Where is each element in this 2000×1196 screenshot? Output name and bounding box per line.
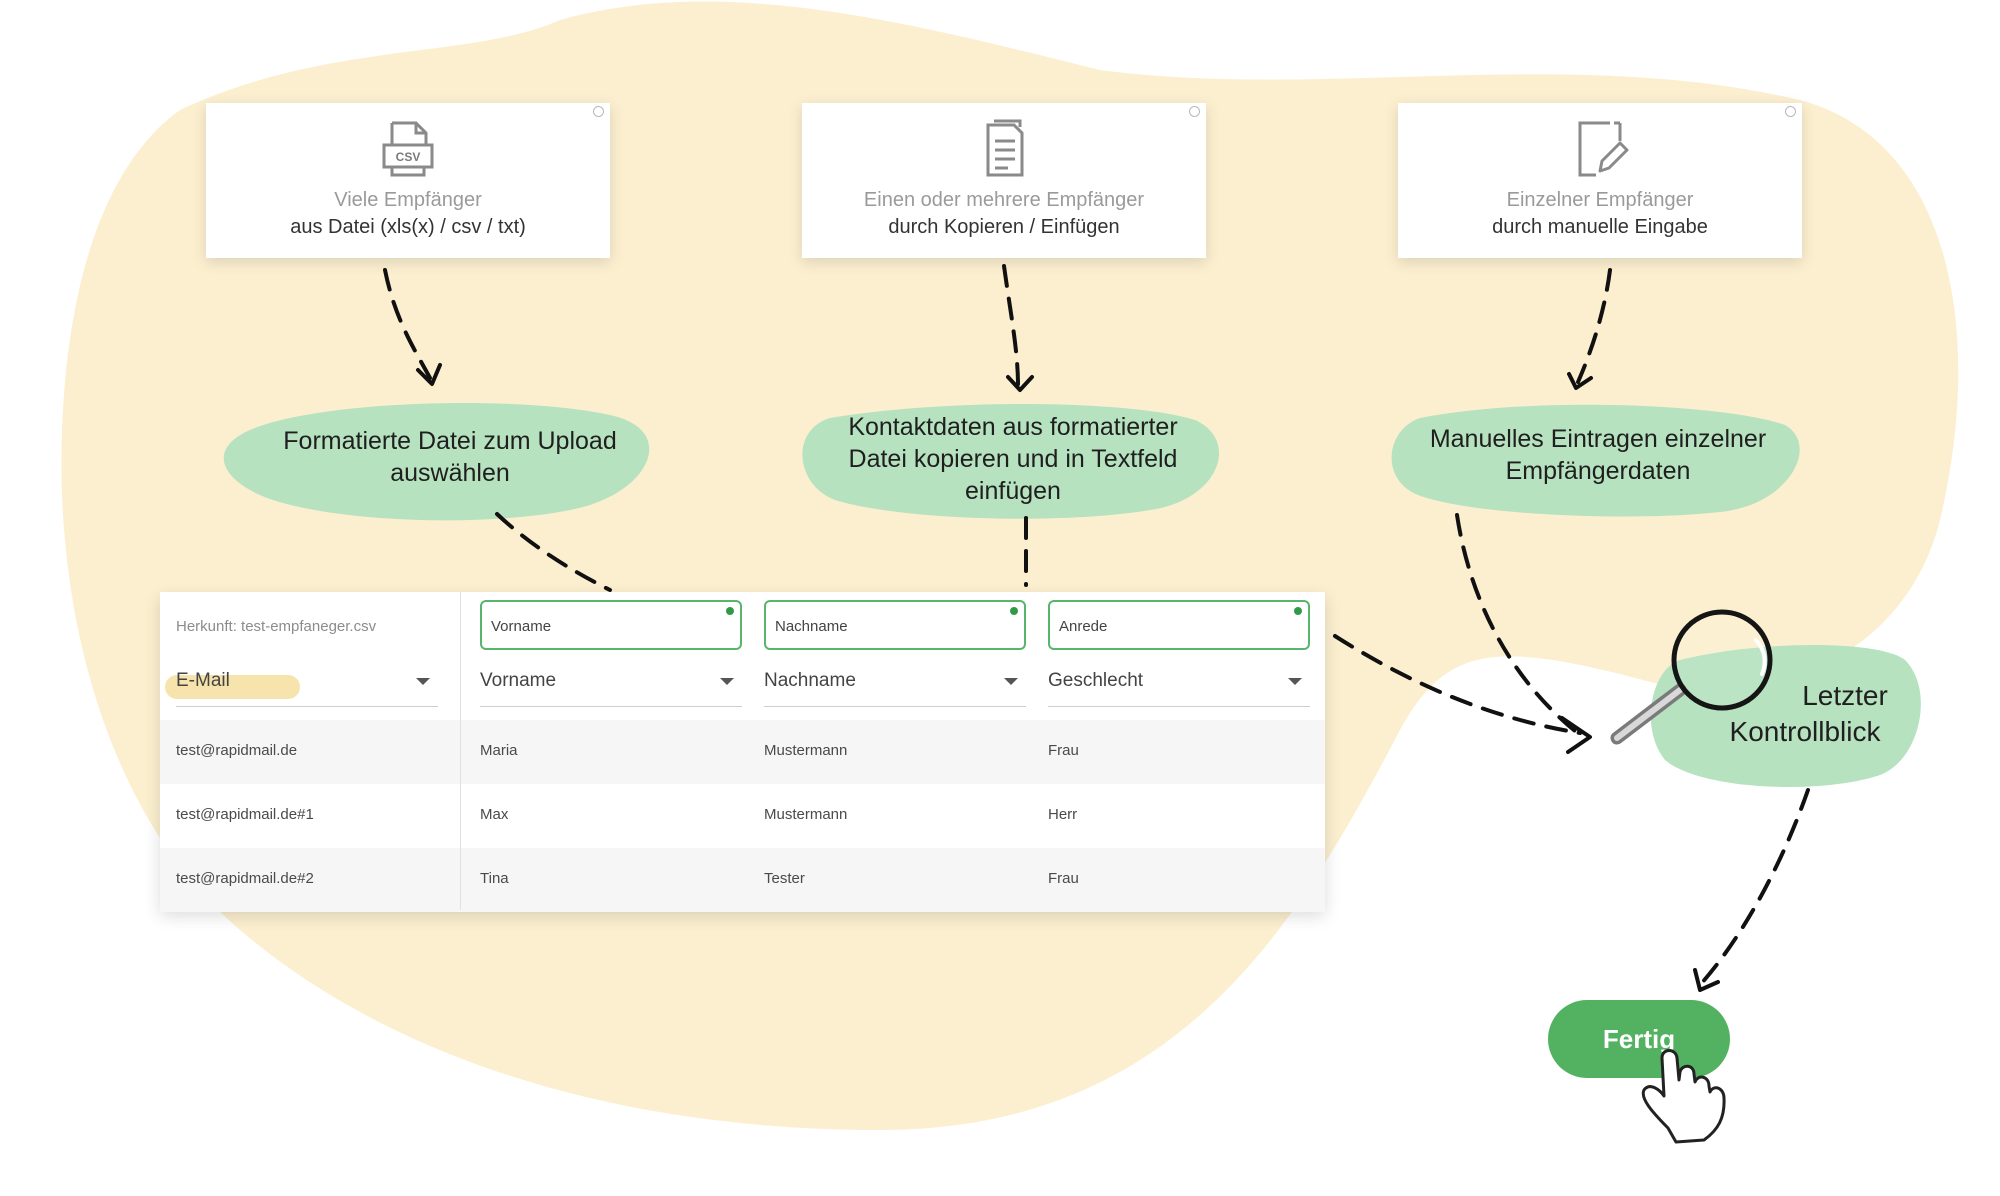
- field-label: Anrede: [1059, 618, 1108, 635]
- cell-email: test@rapidmail.de#2: [176, 870, 314, 887]
- mapping-table: Herkunft: test-empfaneger.csv Vorname Na…: [160, 592, 1325, 912]
- status-dot: [1010, 607, 1018, 615]
- field-label: Nachname: [775, 618, 848, 635]
- green-blob-copy: [802, 403, 1220, 519]
- green-blob-last-check: [1650, 645, 1921, 787]
- card-title: Einen oder mehrere Empfänger: [863, 189, 1145, 211]
- cell-vorname: Maria: [480, 742, 518, 759]
- svg-text:CSV: CSV: [396, 150, 421, 164]
- arrow-card1-to-upload: [383, 268, 432, 380]
- cell-nachname: Mustermann: [764, 806, 848, 823]
- cell-anrede: Frau: [1048, 742, 1079, 759]
- select-value: Geschlecht: [1048, 670, 1144, 691]
- select-value: Vorname: [480, 670, 557, 691]
- arrow-card3-to-manual: [1576, 268, 1612, 384]
- green-blob-manual: [1391, 404, 1800, 517]
- card-title: Viele Empfänger: [334, 189, 482, 211]
- magnifier-icon: [1610, 609, 1773, 745]
- last-check-label: Letzter Kontrollblick: [1680, 678, 1930, 750]
- cell-email: test@rapidmail.de: [176, 742, 298, 759]
- origin-label: Herkunft: test-empfaneger.csv: [176, 618, 377, 635]
- step-manual-label: Manuelles Eintragen einzelner Empfängerd…: [1429, 425, 1767, 485]
- field-anrede[interactable]: Anrede: [1048, 600, 1310, 650]
- caret-down-icon: [1004, 678, 1018, 685]
- field-label: Vorname: [491, 618, 552, 635]
- select-geschlecht[interactable]: Geschlecht: [1048, 662, 1310, 707]
- document-icon: [986, 119, 1024, 177]
- column-divider: [460, 592, 461, 910]
- arrowhead-done: [1693, 968, 1720, 992]
- card-title: Einzelner Empfänger: [1506, 189, 1694, 211]
- cell-nachname: Tester: [764, 870, 805, 887]
- step-copy-label: Kontaktdaten aus formatierter Datei kopi…: [848, 413, 1178, 505]
- card-file-upload[interactable]: CSV Viele Empfänger aus Datei (xls(x) / …: [206, 103, 610, 258]
- arrowhead-check: [1560, 716, 1592, 754]
- arrow-check-to-done: [1698, 788, 1810, 987]
- edit-document-icon: [1578, 121, 1629, 177]
- arrow-manual-to-check: [1455, 513, 1582, 737]
- card-radio[interactable]: [593, 106, 604, 117]
- select-value: Nachname: [764, 670, 856, 691]
- select-nachname[interactable]: Nachname: [764, 662, 1026, 707]
- green-blob-upload: [223, 403, 650, 521]
- cell-anrede: Herr: [1048, 806, 1078, 823]
- field-vorname[interactable]: Vorname: [480, 600, 742, 650]
- card-subtitle: durch manuelle Eingabe: [1492, 216, 1708, 238]
- select-email[interactable]: E-Mail: [176, 662, 438, 707]
- cell-vorname: Tina: [480, 870, 509, 887]
- cell-anrede: Frau: [1048, 870, 1079, 887]
- csv-file-icon: CSV: [382, 121, 434, 177]
- field-nachname[interactable]: Nachname: [764, 600, 1026, 650]
- table-row: [160, 848, 1325, 912]
- cell-vorname: Max: [480, 806, 509, 823]
- caret-down-icon: [720, 678, 734, 685]
- cell-nachname: Mustermann: [764, 742, 848, 759]
- email-highlight: [165, 675, 300, 699]
- table-row: [160, 720, 1325, 784]
- status-dot: [1294, 607, 1302, 615]
- arrow-upload-to-table: [495, 512, 612, 592]
- card-subtitle: durch Kopieren / Einfügen: [888, 216, 1120, 238]
- last-check-line1: Letzter: [1802, 680, 1888, 711]
- step-upload-label: Formatierte Datei zum Upload auswählen: [283, 427, 617, 487]
- arrow-table-to-check: [1333, 634, 1582, 735]
- status-dot: [726, 607, 734, 615]
- card-copy-paste[interactable]: Einen oder mehrere Empfänger durch Kopie…: [802, 103, 1206, 258]
- arrowhead-manual: [1567, 372, 1593, 390]
- card-subtitle: aus Datei (xls(x) / csv / txt): [290, 216, 526, 238]
- cell-email: test@rapidmail.de#1: [176, 806, 314, 823]
- table-row: [160, 784, 1325, 848]
- card-radio[interactable]: [1785, 106, 1796, 117]
- card-radio[interactable]: [1189, 106, 1200, 117]
- last-check-line2: Kontrollblick: [1729, 716, 1881, 747]
- caret-down-icon: [1288, 678, 1302, 685]
- arrowhead-copy: [1006, 375, 1034, 392]
- select-vorname[interactable]: Vorname: [480, 662, 742, 707]
- arrowhead-upload: [416, 363, 442, 386]
- done-button[interactable]: Fertig: [1548, 1000, 1730, 1078]
- arrow-card2-to-copy: [1002, 264, 1020, 387]
- select-value: E-Mail: [176, 670, 230, 691]
- card-manual-entry[interactable]: Einzelner Empfänger durch manuelle Einga…: [1398, 103, 1802, 258]
- caret-down-icon: [416, 678, 430, 685]
